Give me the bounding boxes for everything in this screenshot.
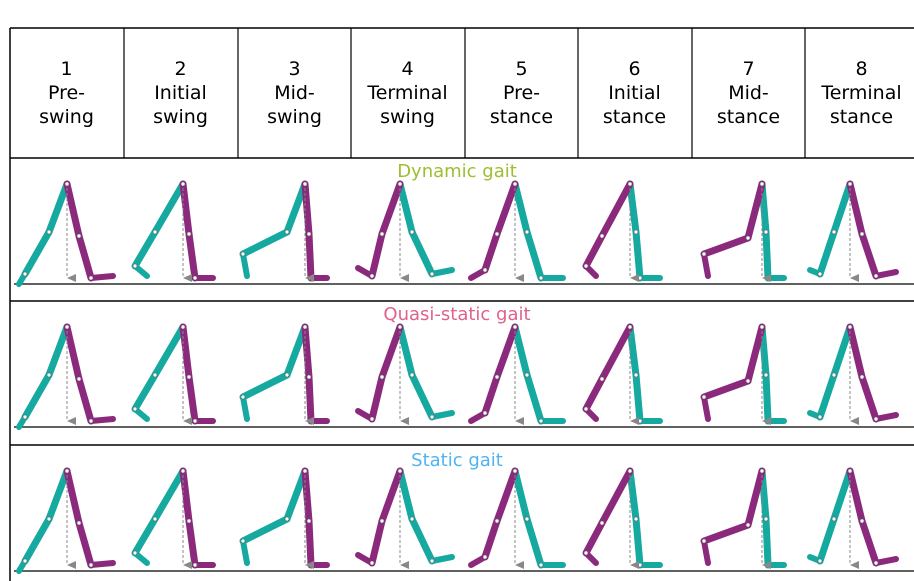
- gait-figure-r1-p4-leg-b: [358, 182, 402, 278]
- gait-figure-r3-p4-leg-b: [358, 469, 402, 565]
- gait-figure-r1-p6-leg-a: [628, 182, 660, 280]
- row-title-quasi-static: Quasi-static gait: [0, 304, 914, 325]
- gait-figure-r1-p1-leg-b: [65, 182, 113, 280]
- gait-figure-r3-p2-leg-a: [133, 469, 185, 563]
- gait-figure-r2-p2-leg-a: [133, 325, 185, 419]
- gait-figure-r3-p8-leg-a: [810, 469, 852, 563]
- gait-figure-r2-p3-leg-a: [241, 325, 307, 419]
- gait-figure-r1-p7-leg-a: [760, 182, 784, 280]
- gait-figure-r1-p8-leg-a: [810, 182, 852, 276]
- gait-figure-r3-p3-leg-b: [303, 469, 327, 567]
- gait-figure-r3-p1-leg-a: [19, 469, 69, 571]
- gait-figure-r2-p7-leg-a: [760, 325, 784, 423]
- gait-figure-r1-p2-leg-a: [133, 182, 185, 276]
- gait-figure-r3-p7-leg-a: [760, 469, 784, 567]
- gait-figure-r3-p6-leg-a: [628, 469, 660, 567]
- gait-figure-r3-p6-leg-b: [584, 469, 632, 563]
- row-title-static: Static gait: [0, 450, 914, 471]
- gait-figure-r1-p3-leg-a: [241, 182, 307, 276]
- gait-figure-r3-p1-leg-b: [65, 469, 113, 567]
- gait-figure-r2-p6-leg-b: [584, 325, 632, 419]
- row-title-dynamic: Dynamic gait: [0, 161, 914, 182]
- gait-figure-r2-p8-leg-a: [810, 325, 852, 419]
- gait-figure-r3-p7-leg-b: [702, 469, 764, 563]
- gait-figure-r1-p2-leg-b: [181, 182, 213, 280]
- gait-figure-r2-p4-leg-b: [358, 325, 402, 421]
- gait-figure-r3-p2-leg-b: [181, 469, 213, 567]
- gait-figure-r1-p8-leg-b: [848, 182, 896, 278]
- gait-figure-r2-p5-leg-a: [513, 325, 563, 423]
- gait-figure-r1-p5-leg-b: [471, 182, 517, 278]
- gait-figure-r2-p4-leg-a: [398, 325, 452, 419]
- gait-figure-r2-p2-leg-b: [181, 325, 213, 423]
- gait-figure-r1-p7-leg-b: [702, 182, 764, 276]
- gait-figure-r2-p3-leg-b: [303, 325, 327, 423]
- gait-figure-r1-p1-leg-a: [19, 182, 69, 284]
- gait-figure-r3-p5-leg-a: [513, 469, 563, 567]
- gait-figure-r3-p8-leg-b: [848, 469, 896, 565]
- gait-figure-r2-p8-leg-b: [848, 325, 896, 421]
- gait-figure-r1-p5-leg-a: [513, 182, 563, 280]
- gait-figure-r2-p7-leg-b: [702, 325, 764, 419]
- gait-figure-r3-p3-leg-a: [241, 469, 307, 563]
- gait-figure-r2-p1-leg-b: [65, 325, 113, 423]
- gait-figure-r1-p6-leg-b: [584, 182, 632, 276]
- gait-figure-r2-p1-leg-a: [19, 325, 69, 427]
- gait-figure-r1-p3-leg-b: [303, 182, 327, 280]
- gait-figure-r2-p5-leg-b: [471, 325, 517, 421]
- gait-figure-r3-p4-leg-a: [398, 469, 452, 563]
- gait-figure-r3-p5-leg-b: [471, 469, 517, 565]
- gait-figure-r2-p6-leg-a: [628, 325, 660, 423]
- gait-figure-r1-p4-leg-a: [398, 182, 452, 276]
